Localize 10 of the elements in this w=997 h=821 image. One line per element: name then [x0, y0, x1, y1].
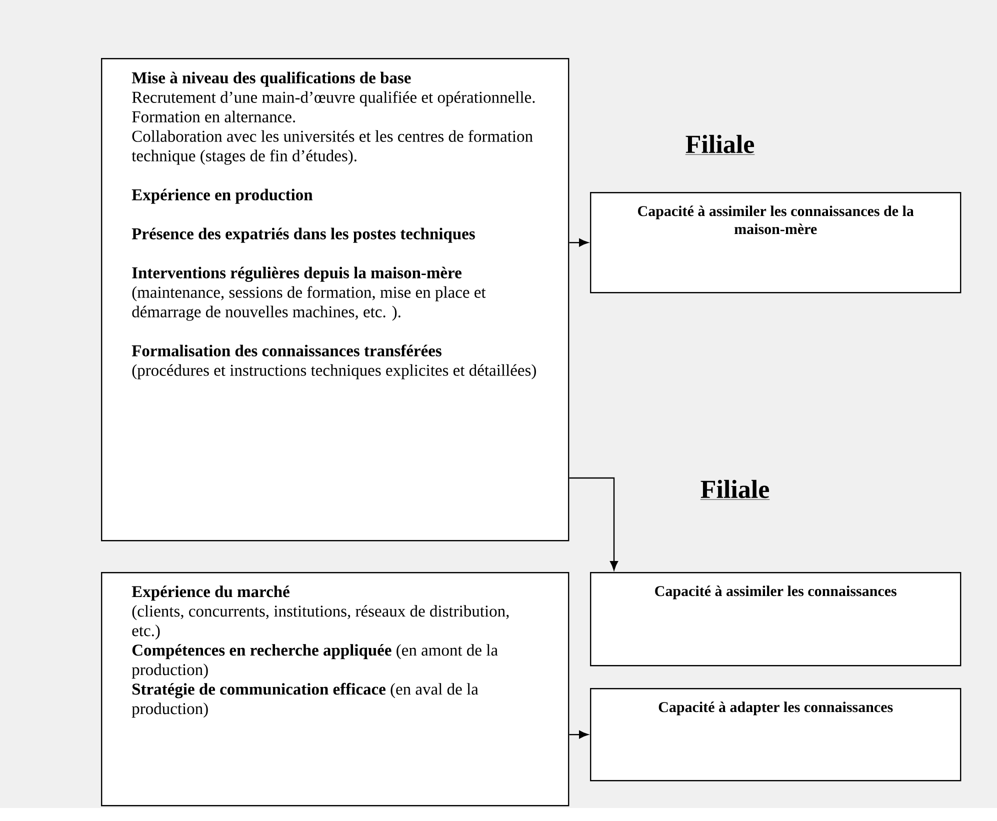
- capacity-box: Capacité à adapter les connaissances: [590, 688, 962, 782]
- arrow: [569, 238, 588, 247]
- section-heading: Filiale: [700, 480, 770, 500]
- text-box: Mise à niveau des qualifications de base Recrutement d’une main-d’œuvre qualifiée et opérationnelle. Formation en alternance. Collaboration avec les universités et les centres de formation technique (stages de fin d’études). Expérience en production Présence des expatriés dans les postes techniques Interventions régulières depuis la maison-mère (maintenance, sessions de formation, mise en place et démarrage de nouvelles machines, etc. ). Formalisation des connaissances transférées (procédures et instructions techniques explicites et détaillées): [101, 58, 570, 542]
- capacity-box: Capacité à assimiler les connaissances de la maison-mère: [590, 192, 962, 294]
- arrow: [569, 730, 588, 739]
- arrow: [569, 477, 618, 570]
- section-heading: Filiale: [685, 134, 755, 155]
- text-box: Expérience du marché (clients, concurrents, institutions, réseaux de distribution, etc.) Compétences en recherche appliquée (en amont de la production) Stratégie de communication efficace (en aval de la production): [101, 572, 570, 806]
- capacity-box: Capacité à assimiler les connaissances: [590, 572, 962, 666]
